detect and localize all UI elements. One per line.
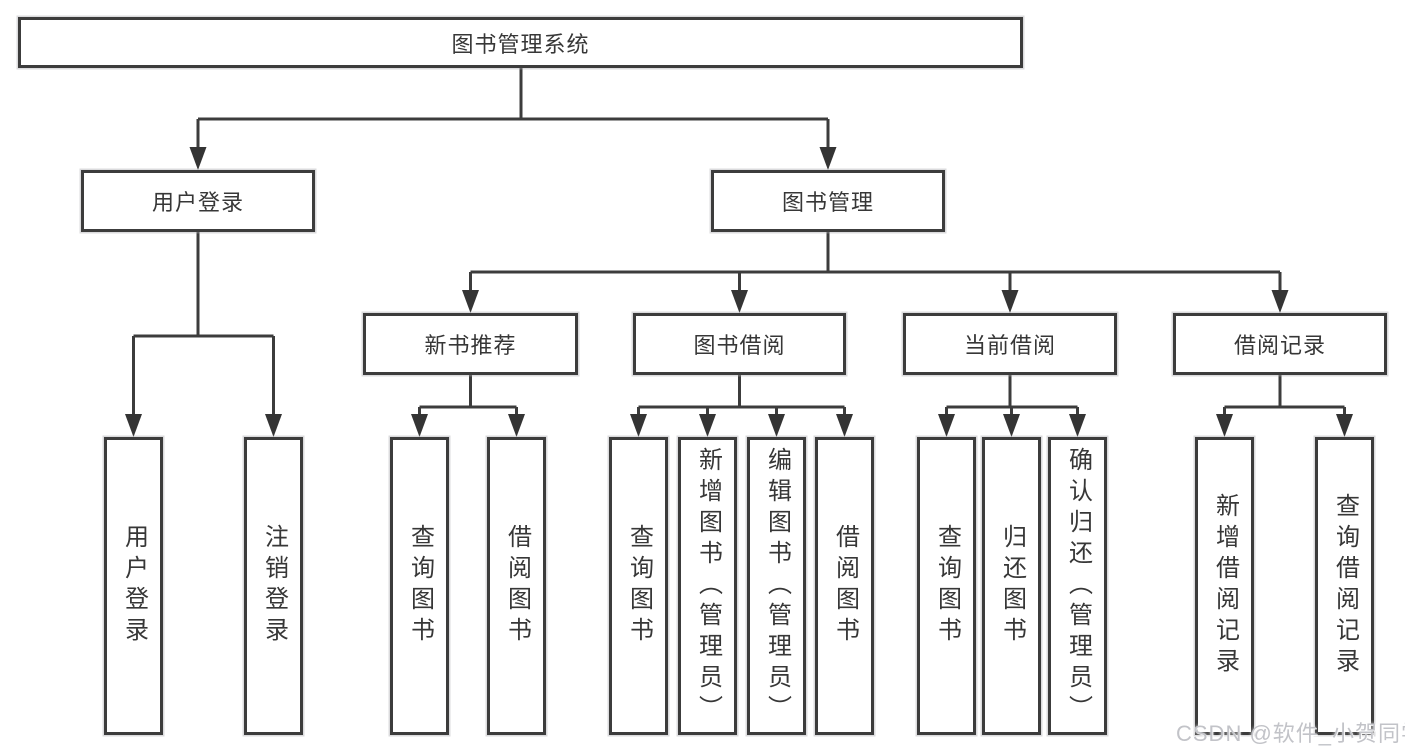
- node-label: 借阅记录: [1233, 333, 1326, 358]
- leaf-label: 查询图书: [933, 524, 961, 648]
- leaf-label: 新增借阅记录: [1211, 493, 1239, 679]
- node-book-borrowing: 图书借阅: [633, 313, 846, 375]
- leaf-current-confirm-return-admin: 确认归还（管理员）: [1048, 437, 1107, 735]
- leaf-label: 编辑图书（管理员）: [763, 446, 791, 726]
- leaf-borrow-edit-books-admin: 编辑图书（管理员）: [747, 437, 806, 735]
- leaf-user-login: 用户登录: [104, 437, 163, 735]
- leaf-borrow-add-books-admin: 新增图书（管理员）: [678, 437, 737, 735]
- leaf-label: 借阅图书: [503, 524, 531, 648]
- leaf-label: 新增图书（管理员）: [694, 446, 722, 726]
- leaf-label: 借阅图书: [831, 524, 859, 648]
- leaf-label: 查询借阅记录: [1331, 493, 1359, 679]
- csdn-watermark: CSDN @软件_小贺同学: [1176, 721, 1405, 746]
- leaf-recommend-query-books: 查询图书: [390, 437, 449, 735]
- leaf-label: 查询图书: [406, 524, 434, 648]
- leaf-label: 归还图书: [998, 524, 1026, 648]
- node-new-book-recommendation: 新书推荐: [363, 313, 578, 375]
- leaf-recommend-borrow-books: 借阅图书: [487, 437, 546, 735]
- leaf-label: 用户登录: [120, 524, 148, 648]
- node-label: 当前借阅: [963, 333, 1056, 358]
- node-label: 用户登录: [151, 190, 244, 215]
- node-library-management-system: 图书管理系统: [18, 17, 1023, 68]
- leaf-label: 确认归还（管理员）: [1064, 446, 1092, 726]
- leaf-borrow-borrow-books: 借阅图书: [815, 437, 874, 735]
- node-label: 图书管理: [781, 190, 874, 215]
- node-borrowing-records: 借阅记录: [1173, 313, 1387, 375]
- node-label: 新书推荐: [424, 333, 517, 358]
- leaf-records-add-borrow-record: 新增借阅记录: [1195, 437, 1254, 735]
- node-book-management-branch: 图书管理: [711, 170, 945, 232]
- node-label: 图书借阅: [693, 333, 786, 358]
- leaf-current-query-books: 查询图书: [917, 437, 976, 735]
- leaf-label: 注销登录: [260, 524, 288, 648]
- node-label: 图书管理系统: [451, 31, 590, 57]
- leaf-current-return-books: 归还图书: [982, 437, 1041, 735]
- node-user-login-branch: 用户登录: [81, 170, 315, 232]
- leaf-label: 查询图书: [625, 524, 653, 648]
- leaf-records-query-borrow-record: 查询借阅记录: [1315, 437, 1374, 735]
- node-current-borrowing: 当前借阅: [903, 313, 1117, 375]
- leaf-logout: 注销登录: [244, 437, 303, 735]
- leaf-borrow-query-books: 查询图书: [609, 437, 668, 735]
